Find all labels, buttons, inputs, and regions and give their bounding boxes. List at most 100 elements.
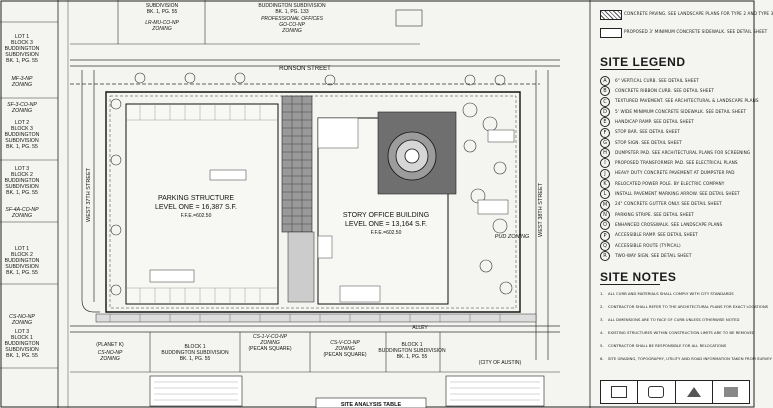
site-note-item: 2.CONTRACTOR SHALL REFER TO THE ARCHITEC…: [600, 304, 768, 309]
legend-panel: CONCRETE PAVING. SEE LANDSCAPE PLANS FOR…: [592, 0, 773, 408]
left-parcel-lines: [0, 21, 58, 369]
site-note-item: 3. ALL DIMENSIONS ARE TO FACE OF CURB UNL…: [600, 317, 750, 322]
notes-box: [149, 375, 243, 407]
engineer-box: [445, 375, 545, 407]
site-note-item: 1.ALL CURB AND MATERIALS SHALL COMPLY WI…: [600, 291, 750, 296]
legend-symbol-icon: L: [600, 189, 610, 200]
bottom-sub-left: BUDDINGTON SUBDIVISION: [161, 350, 229, 356]
street-lines: [70, 59, 560, 360]
legend-item-text: STOP SIGN. SEE DETAIL SHEET: [615, 139, 682, 145]
bottom-bk-right: BK. 1, PG. 55: [397, 354, 428, 360]
site-legend-item: H DUMPSTER PAD. SEE ARCHITECTURAL PLANS F…: [600, 148, 751, 159]
bottom-zoning-mid2: ZONING: [334, 346, 355, 352]
bottom-parcel-lines: [70, 332, 560, 373]
legend-item-text: 6" VERTICAL CURB. SEE DETAIL SHEET: [615, 77, 699, 83]
parking-stalls: [126, 104, 278, 304]
north-street-label: RONSON STREET: [279, 66, 331, 72]
site-note-number: 5.: [600, 343, 604, 348]
bottom-planet: (PLANET K): [96, 342, 124, 348]
site-notes-title: SITE NOTES: [600, 270, 677, 284]
legend-item-text: ENHANCED CROSSWALK. SEE LANDSCAPE PLANS: [615, 221, 723, 227]
top-mid-subdivision: BUDDINGTON SUBDIVISION: [258, 3, 326, 9]
site-boundary: [105, 91, 521, 313]
legend-symbol-icon: H: [600, 148, 610, 159]
legend-symbol-icon: I: [600, 158, 610, 169]
symbol-box-4: [713, 381, 749, 403]
legend-symbol-icon: O: [600, 220, 610, 231]
legend-item-text: TWO-WAY SIGN. SEE DETAIL SHEET: [615, 252, 692, 258]
legend-top-row-1: CONCRETE PAVING. SEE LANDSCAPE PLANS FOR…: [624, 10, 773, 16]
symbol-box-3: [676, 381, 713, 403]
top-left-zoning: LR-MU-CO-NP: [145, 20, 179, 26]
legend-symbol-icon: C: [600, 96, 610, 107]
site-note-text: CONTRACTOR SHALL REFER TO THE ARCHITECTU…: [608, 304, 769, 309]
east-callout-box: [487, 129, 515, 143]
site-legend-item: Q ACCESSIBLE ROUTE (TYPICAL): [600, 240, 750, 251]
office-ffe: F.F.E.=602.50: [371, 230, 402, 236]
sidewalk-strip: [95, 313, 537, 323]
legend-item-text: ACCESSIBLE ROUTE (TYPICAL): [615, 242, 681, 248]
legend-symbol-icon: J: [600, 168, 610, 179]
site-legend-item: L INSTALL PAVEMENT MARKING ARROW. SEE DET…: [600, 189, 750, 200]
site-note-text: SITE GRADING, TOPOGRAPHY, UTILITY AND RO…: [608, 356, 772, 361]
east-street-label: WEST 38TH STREET: [538, 182, 544, 237]
legend-item-text: DUMPSTER PAD. SEE ARCHITECTURAL PLANS FO…: [615, 149, 751, 155]
site-note-text: CONTRACTOR SHALL BE RESPONSIBLE FOR ALL …: [608, 343, 727, 348]
bottom-pecan2: (PECAN SQUARE): [323, 352, 366, 358]
legend-item-text: RELOCATED POWER POLE. BY ELECTRIC COMPAN…: [615, 180, 725, 186]
landscape-trees: [110, 72, 513, 296]
concrete-paving-swatch: [600, 10, 622, 20]
legend-item-text: HEAVY DUTY CONCRETE PAVEMENT AT DUMPSTER…: [615, 170, 735, 176]
top-left-book: BK. 1, PG. 55: [147, 9, 178, 15]
site-note-item: 5. CONTRACTOR SHALL BE RESPONSIBLE FOR AL…: [600, 343, 750, 348]
site-note-number: 3.: [600, 317, 604, 322]
top-parcels: SUBDIVISION BK. 1, PG. 55 LR-MU-CO-NP ZO…: [70, 0, 420, 45]
top-detail-box: [395, 9, 423, 27]
site-legend-item: G STOP SIGN. SEE DETAIL SHEET: [600, 137, 750, 148]
parking-title: PARKING STRUCTURE: [158, 195, 234, 202]
office-note-box: [339, 285, 381, 303]
site-note-text: ALL DIMENSIONS ARE TO FACE OF CURB UNLES…: [608, 317, 740, 322]
legend-symbol-icon: Q: [600, 240, 610, 251]
legend-symbol-icon: D: [600, 106, 610, 117]
parking-note-box: [149, 269, 195, 283]
legend-item-text: INSTALL PAVEMENT MARKING ARROW. SEE DETA…: [615, 191, 740, 196]
parking-structure: [125, 103, 279, 305]
sidewalk-swatch: [600, 28, 622, 38]
legend-symbol-icon: B: [600, 86, 610, 97]
pud-zoning-label: PUD ZONING: [495, 234, 530, 240]
site-legend-item: J HEAVY DUTY CONCRETE PAVEMENT AT DUMPSTE…: [600, 168, 750, 179]
bottom-austin: (CITY OF AUSTIN): [479, 360, 522, 366]
legend-item-text: 5' WIDE MINIMUM CONCRETE SIDEWALK. SEE D…: [615, 108, 747, 114]
site-note-text: ALL CURB AND MATERIALS SHALL COMPLY WITH…: [608, 291, 734, 296]
site-analysis-box: [315, 397, 427, 408]
top-mid-zoning-word: ZONING: [281, 28, 302, 34]
site-legend-item: D 5' WIDE MINIMUM CONCRETE SIDEWALK. SEE …: [600, 106, 750, 117]
bottom-cs-mid: CS-1-V-CO-NP: [253, 334, 288, 340]
site-note-item: 6.SITE GRADING, TOPOGRAPHY, UTILITY AND …: [600, 356, 772, 361]
legend-title-underline: [600, 69, 660, 70]
bottom-parcels: (PLANET K) CS-NO-NP ZONING BLOCK 1 BUDDI…: [96, 334, 521, 366]
legend-top-row-2: PROPOSED 3' MINIMUM CONCRETE SIDEWALK. S…: [624, 28, 768, 34]
parking-callout-box: [209, 169, 247, 181]
site-legend-item: O ENHANCED CROSSWALK. SEE LANDSCAPE PLANS: [600, 220, 750, 231]
top-left-subdivision: SUBDIVISION: [146, 3, 179, 9]
symbol-box-2: [638, 381, 676, 403]
alley-label: ALLEY: [412, 325, 428, 331]
top-left-zoning-word: ZONING: [151, 26, 172, 32]
site-note-text: EXISTING STRUCTURES WITHIN CONSTRUCTION …: [608, 330, 755, 335]
bottom-zoning-left: ZONING: [99, 356, 120, 362]
legend-symbol-icon: G: [600, 137, 610, 148]
